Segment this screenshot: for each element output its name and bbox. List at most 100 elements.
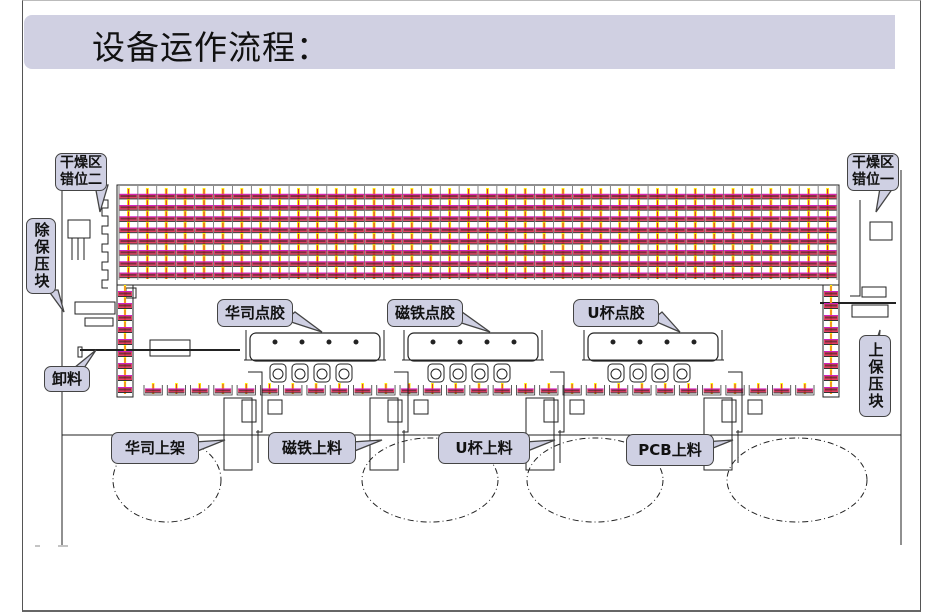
dryer-tray <box>119 221 138 234</box>
dryer-tray <box>516 199 535 212</box>
dryer-tray <box>459 221 478 234</box>
dryer-tray <box>440 188 459 201</box>
dryer-tray <box>195 188 213 201</box>
dryer-tray <box>402 221 421 234</box>
dryer-tray <box>421 266 440 279</box>
dryer-tray <box>195 199 213 212</box>
conveyor-tray <box>331 383 348 394</box>
dryer-tray <box>799 255 818 268</box>
dryer-tray <box>705 266 724 279</box>
dryer-tray <box>440 221 459 234</box>
dryer-tray <box>251 266 270 279</box>
dryer-tray <box>535 244 554 257</box>
press-block-loader <box>851 304 889 318</box>
dryer-tray <box>780 210 799 223</box>
dryer-tray <box>421 255 440 268</box>
callout-unload: 卸料 <box>44 366 90 392</box>
dryer-tray <box>176 188 195 201</box>
dryer-tray <box>440 244 459 257</box>
dryer-tray <box>724 210 743 223</box>
dryer-tray <box>384 244 402 257</box>
dryer-tray <box>421 210 440 223</box>
dryer-tray <box>572 221 591 234</box>
dryer-tray <box>195 233 213 246</box>
dryer-tray <box>761 255 780 268</box>
callout-dry-zone-1: 干燥区 错位一 <box>847 153 899 191</box>
dryer-tray <box>176 210 195 223</box>
dryer-tray <box>818 210 837 223</box>
dryer-tray <box>289 221 308 234</box>
dryer-tray <box>686 233 705 246</box>
dryer-tray <box>818 188 837 201</box>
conveyor-tray <box>377 383 395 394</box>
dryer-tray <box>667 255 686 268</box>
dryer-tray <box>213 233 232 246</box>
dryer-tray <box>516 266 535 279</box>
dryer-tray <box>289 233 308 246</box>
dryer-tray <box>648 255 667 268</box>
dryer-tray <box>195 266 213 279</box>
dryer-tray <box>478 210 497 223</box>
dryer-tray <box>289 199 308 212</box>
dryer-tray <box>365 255 384 268</box>
dryer-tray <box>176 266 195 279</box>
dryer-tray <box>724 266 743 279</box>
dryer-tray <box>648 233 667 246</box>
dryer-tray <box>459 266 478 279</box>
callout-remove-press-block: 除保压块 <box>26 218 56 294</box>
dryer-tray <box>667 221 686 234</box>
dryer-tray <box>251 199 270 212</box>
dryer-tray <box>459 188 478 201</box>
dryer-tray <box>610 233 629 246</box>
dryer-tray <box>119 233 138 246</box>
dryer-tray <box>365 210 384 223</box>
dryer-tray <box>384 233 402 246</box>
dryer-tray <box>761 199 780 212</box>
dryer-tray <box>572 199 591 212</box>
dryer-tray <box>478 199 497 212</box>
dryer-tray <box>384 210 402 223</box>
dryer-tray <box>270 199 289 212</box>
conveyor-tray <box>726 383 744 394</box>
dryer-tray <box>365 188 384 201</box>
dryer-tray-grid <box>118 186 838 280</box>
dryer-tray <box>176 221 195 234</box>
conveyor-tray <box>470 383 488 394</box>
conveyor-tray <box>284 383 301 394</box>
dryer-tray <box>440 266 459 279</box>
dryer-tray <box>308 199 327 212</box>
dryer-tray <box>346 266 365 279</box>
dryer-tray <box>270 221 289 234</box>
dryer-tray <box>327 233 346 246</box>
dryer-tray <box>743 199 761 212</box>
conveyor-tray <box>447 383 464 394</box>
riser-tray <box>118 381 132 394</box>
dryer-tray <box>346 244 365 257</box>
dryer-tray <box>610 188 629 201</box>
dryer-tray <box>459 233 478 246</box>
dryer-tray <box>232 244 251 257</box>
dryer-tray <box>799 210 818 223</box>
callout-ucup-load: U杯上料 <box>438 432 530 464</box>
dryer-tray <box>648 266 667 279</box>
dryer-tray <box>138 188 157 201</box>
dryer-tray <box>138 266 157 279</box>
dryer-tray <box>799 188 818 201</box>
dryer-tray <box>629 221 648 234</box>
dryer-tray <box>251 255 270 268</box>
conveyor-tray <box>424 383 441 394</box>
dryer-tray <box>591 210 610 223</box>
dryer-tray <box>497 210 516 223</box>
dryer-tray <box>232 233 251 246</box>
dryer-tray <box>440 199 459 212</box>
conveyor-tray <box>773 383 790 394</box>
callout-pcb-load: PCB上料 <box>626 434 714 466</box>
dryer-tray <box>780 188 799 201</box>
dryer-tray <box>648 221 667 234</box>
dryer-tray <box>554 266 572 279</box>
dryer-tray <box>289 210 308 223</box>
dryer-tray <box>213 255 232 268</box>
dryer-tray <box>572 233 591 246</box>
conveyor-tray <box>633 383 651 394</box>
dryer-tray <box>232 221 251 234</box>
